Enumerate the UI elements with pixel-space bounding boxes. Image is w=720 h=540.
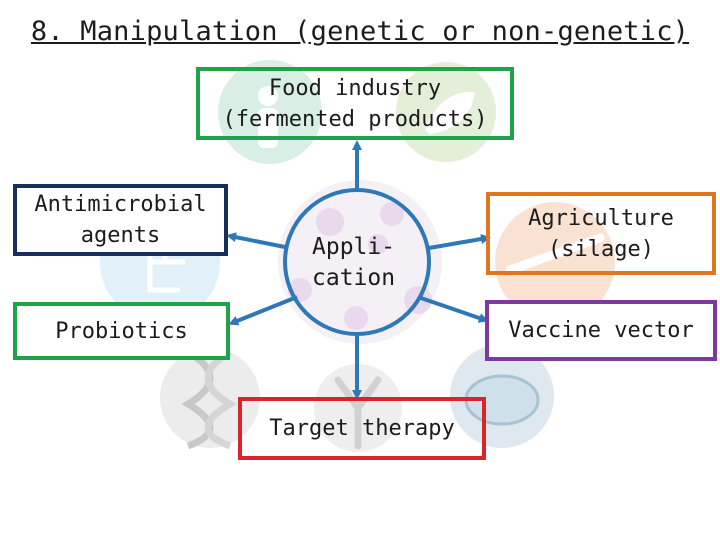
dna-icon: [160, 348, 260, 450]
probiotics-box: Probiotics: [13, 302, 230, 360]
vaccine-box: Vaccine vector: [485, 300, 717, 361]
antibody-icon: [314, 364, 402, 452]
antimicrobial-line1: Antimicrobial: [34, 192, 207, 217]
center-label-line2: cation: [312, 265, 396, 291]
center-label-line1: Appli-: [312, 234, 396, 260]
antimicrobial-line2: agents: [80, 223, 161, 248]
food-industry-line1: Food industry: [268, 75, 442, 101]
target-therapy-box: Target therapy: [238, 397, 486, 460]
food-industry-box: Food industry (fermented products): [196, 67, 514, 140]
arrow-to-antimicrobial: [226, 232, 286, 249]
target-therapy-label: Target therapy: [269, 416, 455, 441]
arrow-to-probiotics: [228, 295, 298, 326]
agriculture-line2: (silage): [548, 236, 654, 262]
bacteria-icon: [278, 180, 442, 344]
antimicrobial-box: Antimicrobial agents: [13, 184, 228, 256]
arrow-to-agriculture: [428, 234, 491, 250]
center-label: Appli- cation: [312, 232, 412, 294]
vaccine-label: Vaccine vector: [508, 318, 694, 343]
agriculture-line1: Agriculture: [528, 205, 674, 231]
probiotics-label: Probiotics: [55, 318, 188, 344]
needle-icon: [495, 202, 615, 322]
food-industry-line2: (fermented products): [222, 106, 488, 132]
page-title: 8. Manipulation (genetic or non-genetic): [30, 16, 690, 47]
arrow-to-vaccine: [417, 295, 489, 323]
agriculture-box: Agriculture (silage): [486, 192, 716, 275]
